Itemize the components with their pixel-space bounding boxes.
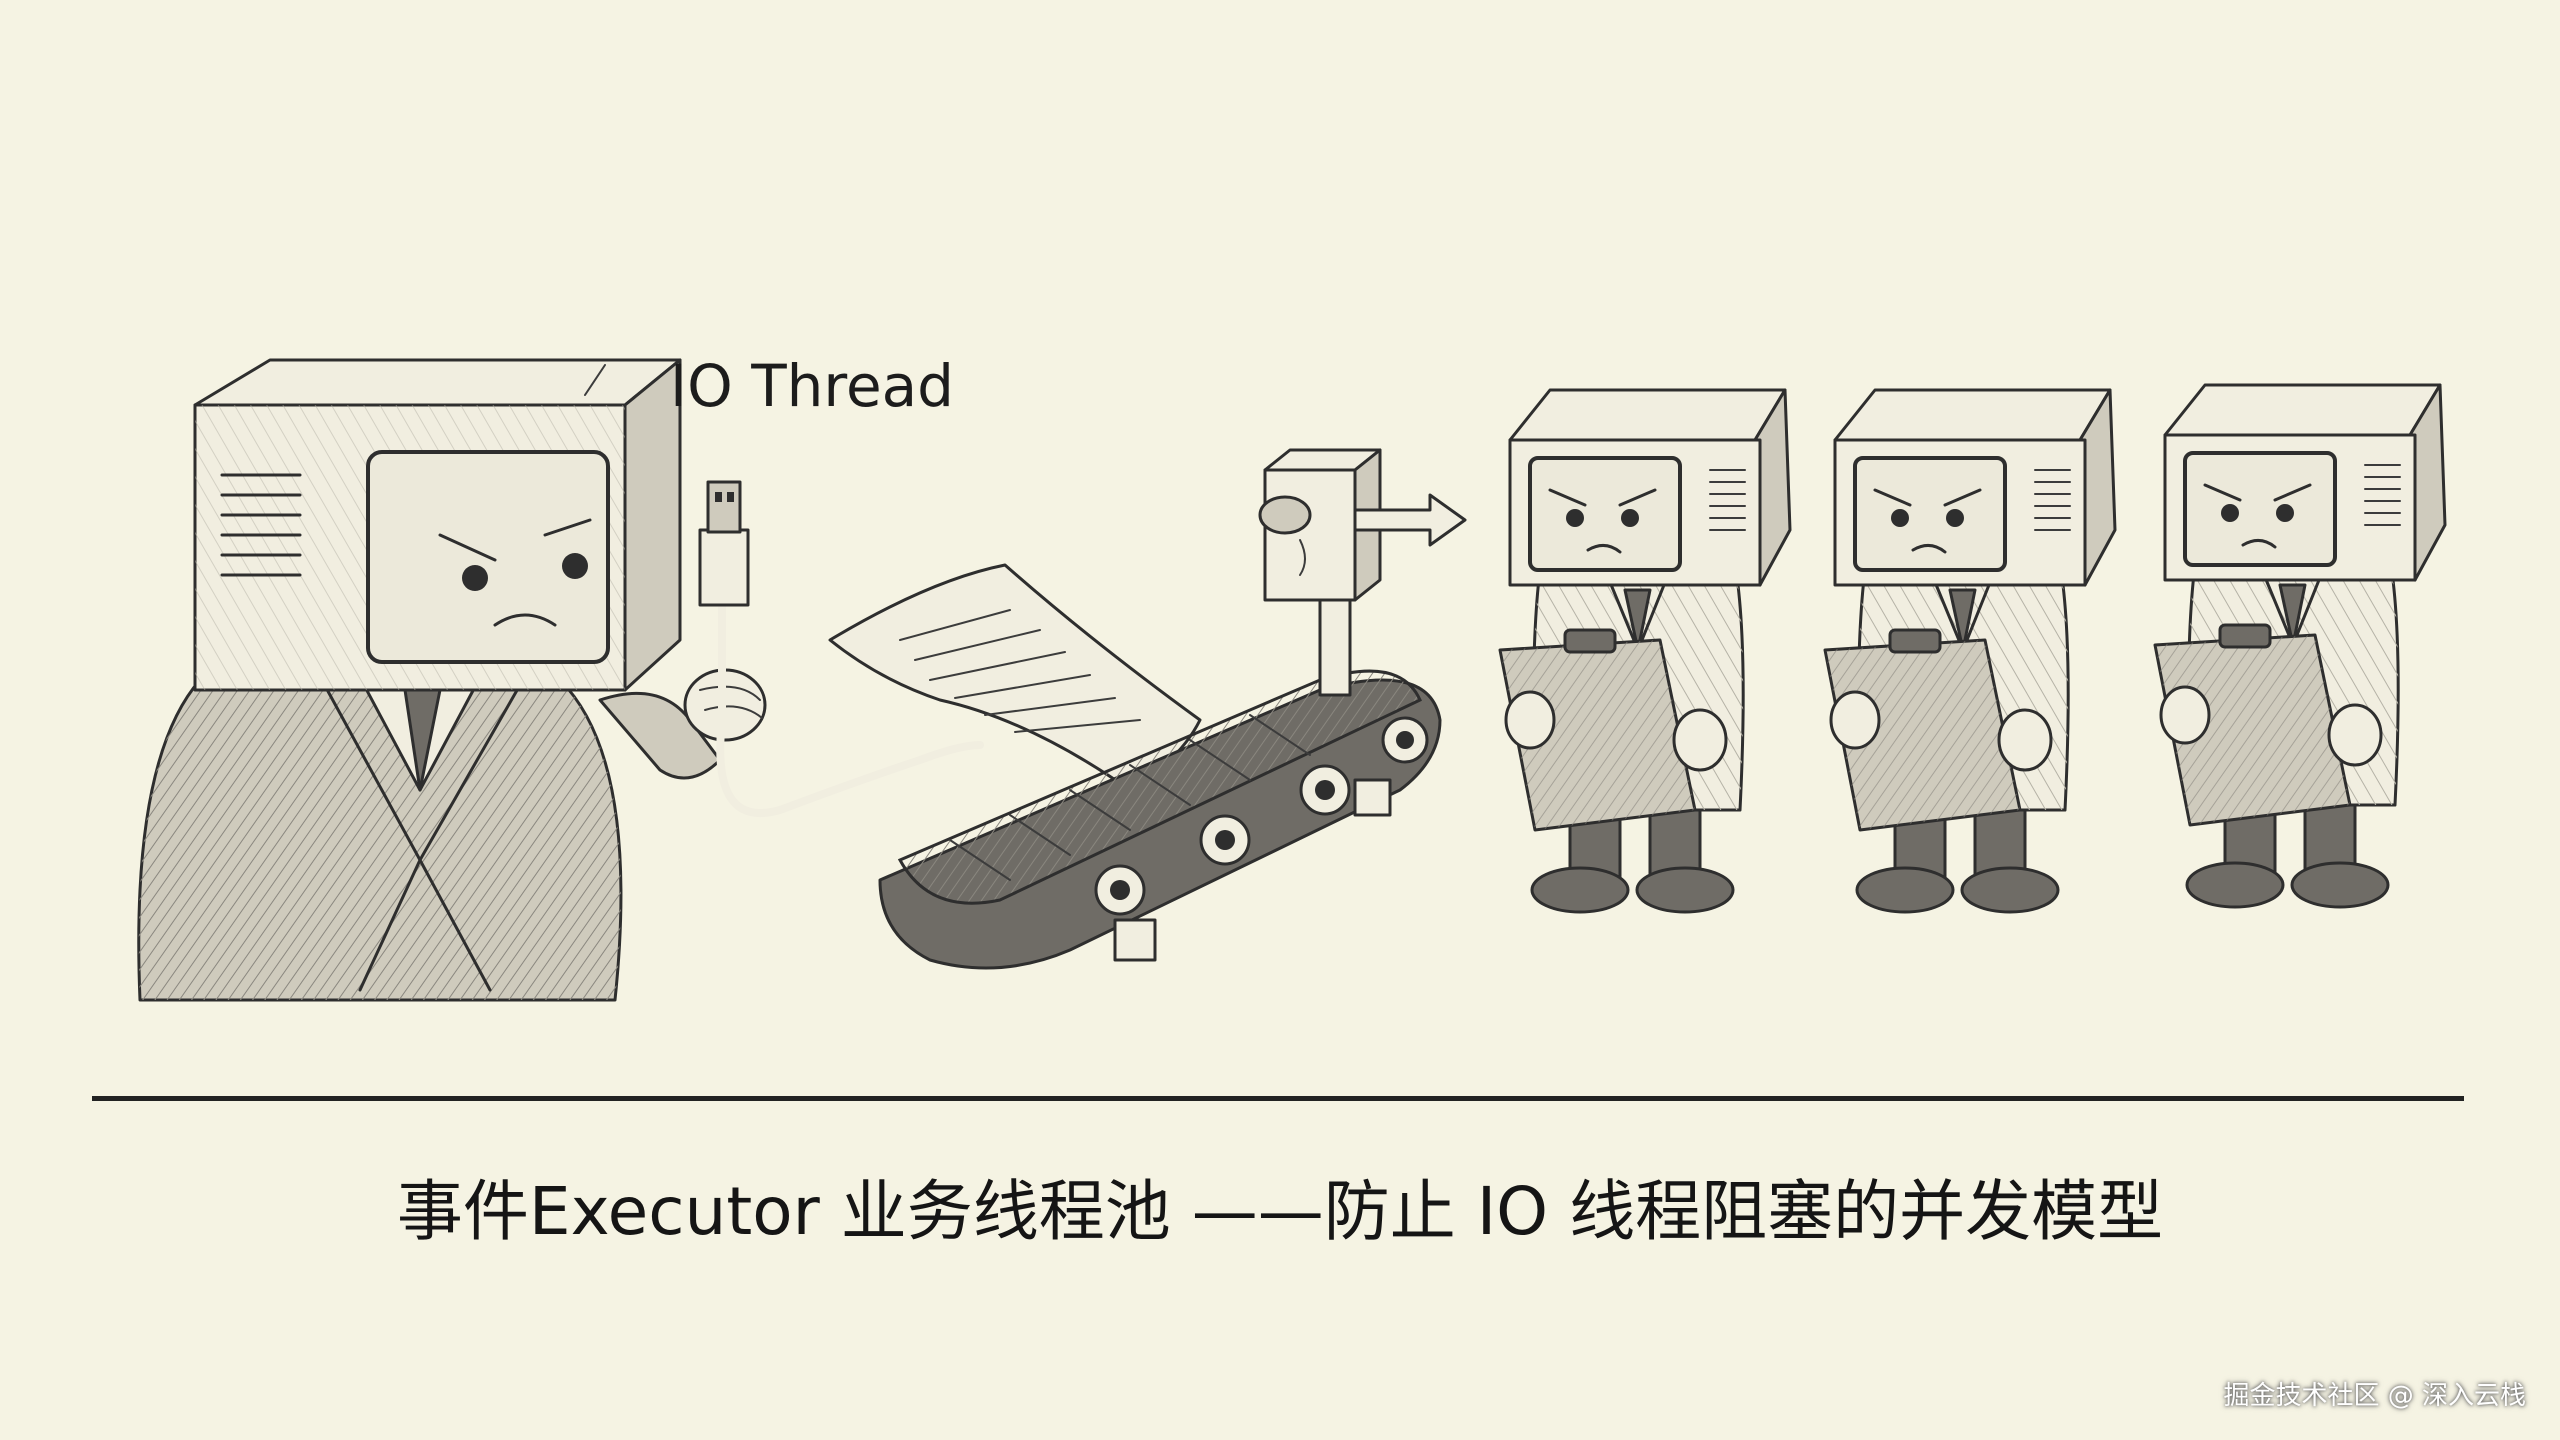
io-thread-figure — [137, 358, 722, 1002]
io-thread-label: IO Thread — [670, 352, 954, 420]
worker-figures — [1498, 383, 2447, 914]
caption-title: 事件Executor 业务线程池 ——防止 IO 线程阻塞的并发模型 — [396, 1173, 2164, 1250]
watermark: 掘金技术社区 @ 深入云栈 — [2223, 1381, 2526, 1411]
usb-cable — [698, 480, 984, 818]
right-arrow-icon — [1353, 493, 1467, 547]
dispatch-box — [1258, 448, 1382, 697]
paper-document — [828, 563, 1202, 792]
conveyor-belt — [878, 669, 1442, 970]
divider-line — [92, 1096, 2464, 1101]
